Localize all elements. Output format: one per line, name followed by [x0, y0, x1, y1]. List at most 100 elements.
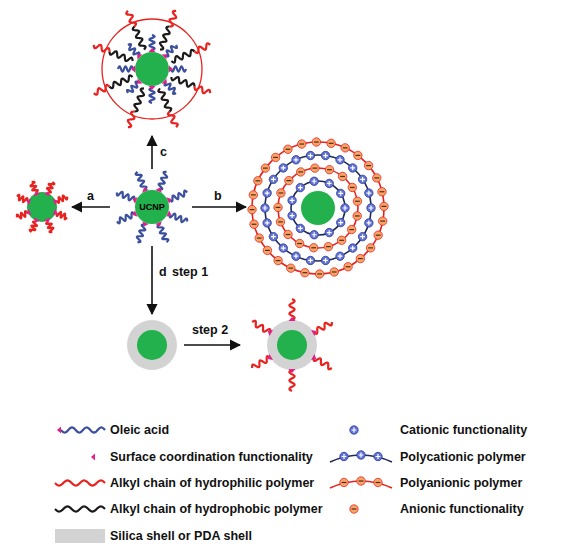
hydrophilic-chain — [170, 11, 177, 27]
cationic-group — [358, 232, 366, 240]
hydrophilic-chain — [168, 111, 178, 127]
hydrophilic-chain — [314, 322, 332, 334]
coordination-head — [162, 79, 167, 84]
legend-label: Polyanionic polymer — [400, 475, 522, 491]
anionic-group — [312, 138, 320, 146]
coordination-head — [311, 354, 316, 360]
anionic-group — [255, 234, 263, 242]
cationic-group — [340, 452, 348, 460]
minus-sign — [380, 191, 385, 192]
cationic-group — [292, 252, 300, 260]
plus-sign — [338, 220, 343, 225]
hydrophilic-chain — [94, 85, 110, 95]
plus-sign — [360, 177, 365, 182]
step-label: step 2 — [192, 322, 228, 338]
reaction-arrow — [184, 344, 240, 346]
anionic-group — [254, 177, 262, 185]
coordination-head — [26, 199, 31, 205]
minus-sign — [349, 229, 354, 230]
cationic-group — [310, 231, 318, 239]
coordination-head — [289, 317, 296, 321]
anionic-group — [277, 189, 285, 197]
ucnp-core — [135, 52, 169, 86]
hydrophobic-sample — [55, 506, 105, 511]
anionic-group — [287, 264, 295, 272]
coordination-head — [268, 330, 273, 336]
hydrophilic-chain — [126, 11, 136, 27]
anionic-group — [364, 161, 372, 169]
oleic-acid-chain — [137, 225, 145, 243]
legend-label: Oleic acid — [110, 422, 169, 438]
plus-sign — [312, 232, 317, 237]
minus-sign — [276, 207, 281, 208]
cationic-group — [349, 244, 357, 252]
anionic-group — [347, 225, 355, 233]
hydrophilic-chain — [314, 358, 332, 370]
minus-sign — [366, 165, 371, 166]
coordination-head — [44, 218, 50, 223]
silica-shell — [267, 320, 317, 370]
plus-sign — [281, 246, 286, 251]
plus-sign — [369, 206, 374, 211]
hydrophilic-chain — [17, 211, 27, 218]
oleic-acid-chain — [170, 214, 188, 222]
legend-label: Anionic functionality — [400, 501, 524, 517]
anionic-group — [298, 140, 306, 148]
minus-sign — [339, 240, 344, 241]
oleic-acid-chain — [149, 35, 154, 50]
plus-sign — [298, 185, 303, 190]
plus-sign — [290, 198, 295, 203]
coordination-head — [131, 66, 135, 73]
cationic-group — [306, 256, 314, 264]
plus-sign — [338, 191, 343, 196]
minus-sign — [359, 480, 364, 481]
plus-sign — [312, 179, 317, 184]
hydrophilic-chain — [128, 111, 135, 127]
minus-sign — [251, 194, 256, 195]
hydrophilic-sample — [55, 480, 105, 485]
anionic-group — [325, 165, 333, 173]
polycation-layer — [265, 155, 371, 261]
plus-sign — [308, 258, 313, 263]
minus-sign — [376, 482, 381, 483]
hydrophobic-chain — [110, 51, 133, 61]
anionic-group — [284, 230, 292, 238]
cationic-group — [306, 151, 314, 159]
plus-sign — [327, 181, 332, 186]
cationic-group — [365, 189, 373, 197]
anionic-group — [353, 197, 361, 205]
anionic-group — [348, 183, 356, 191]
plus-sign — [350, 246, 355, 251]
minus-sign — [332, 271, 337, 272]
hydrophobic-chain — [171, 50, 194, 63]
cationic-group — [358, 175, 366, 183]
plus-sign — [265, 221, 270, 226]
coordination-head — [53, 209, 58, 215]
anionic-group — [357, 477, 365, 485]
minus-sign — [355, 155, 360, 156]
hydrophilic-chain — [47, 182, 54, 192]
step-label: step 1 — [172, 264, 208, 280]
legend-label: Surface coordination functionality — [110, 449, 313, 465]
minus-sign — [368, 247, 373, 248]
cationic-group — [269, 175, 277, 183]
anionic-group — [356, 254, 364, 262]
cationic-group — [341, 204, 349, 212]
coordination-head — [137, 54, 142, 59]
hydrophobic-chain — [133, 27, 146, 50]
oleic-acid-chain — [165, 82, 177, 94]
cationic-group — [296, 183, 304, 191]
anionic-group — [276, 218, 284, 226]
hydrophilic-chain — [94, 45, 110, 52]
cationic-group — [296, 224, 304, 232]
coordination-head — [34, 218, 40, 223]
hydrophilic-chain — [252, 321, 270, 333]
oleic-acid-chain — [165, 45, 177, 57]
plus-sign — [360, 234, 365, 239]
minus-sign — [273, 157, 278, 158]
minus-sign — [358, 258, 363, 259]
anionic-group — [341, 144, 349, 152]
minus-sign — [340, 176, 345, 177]
plus-sign — [298, 226, 303, 231]
